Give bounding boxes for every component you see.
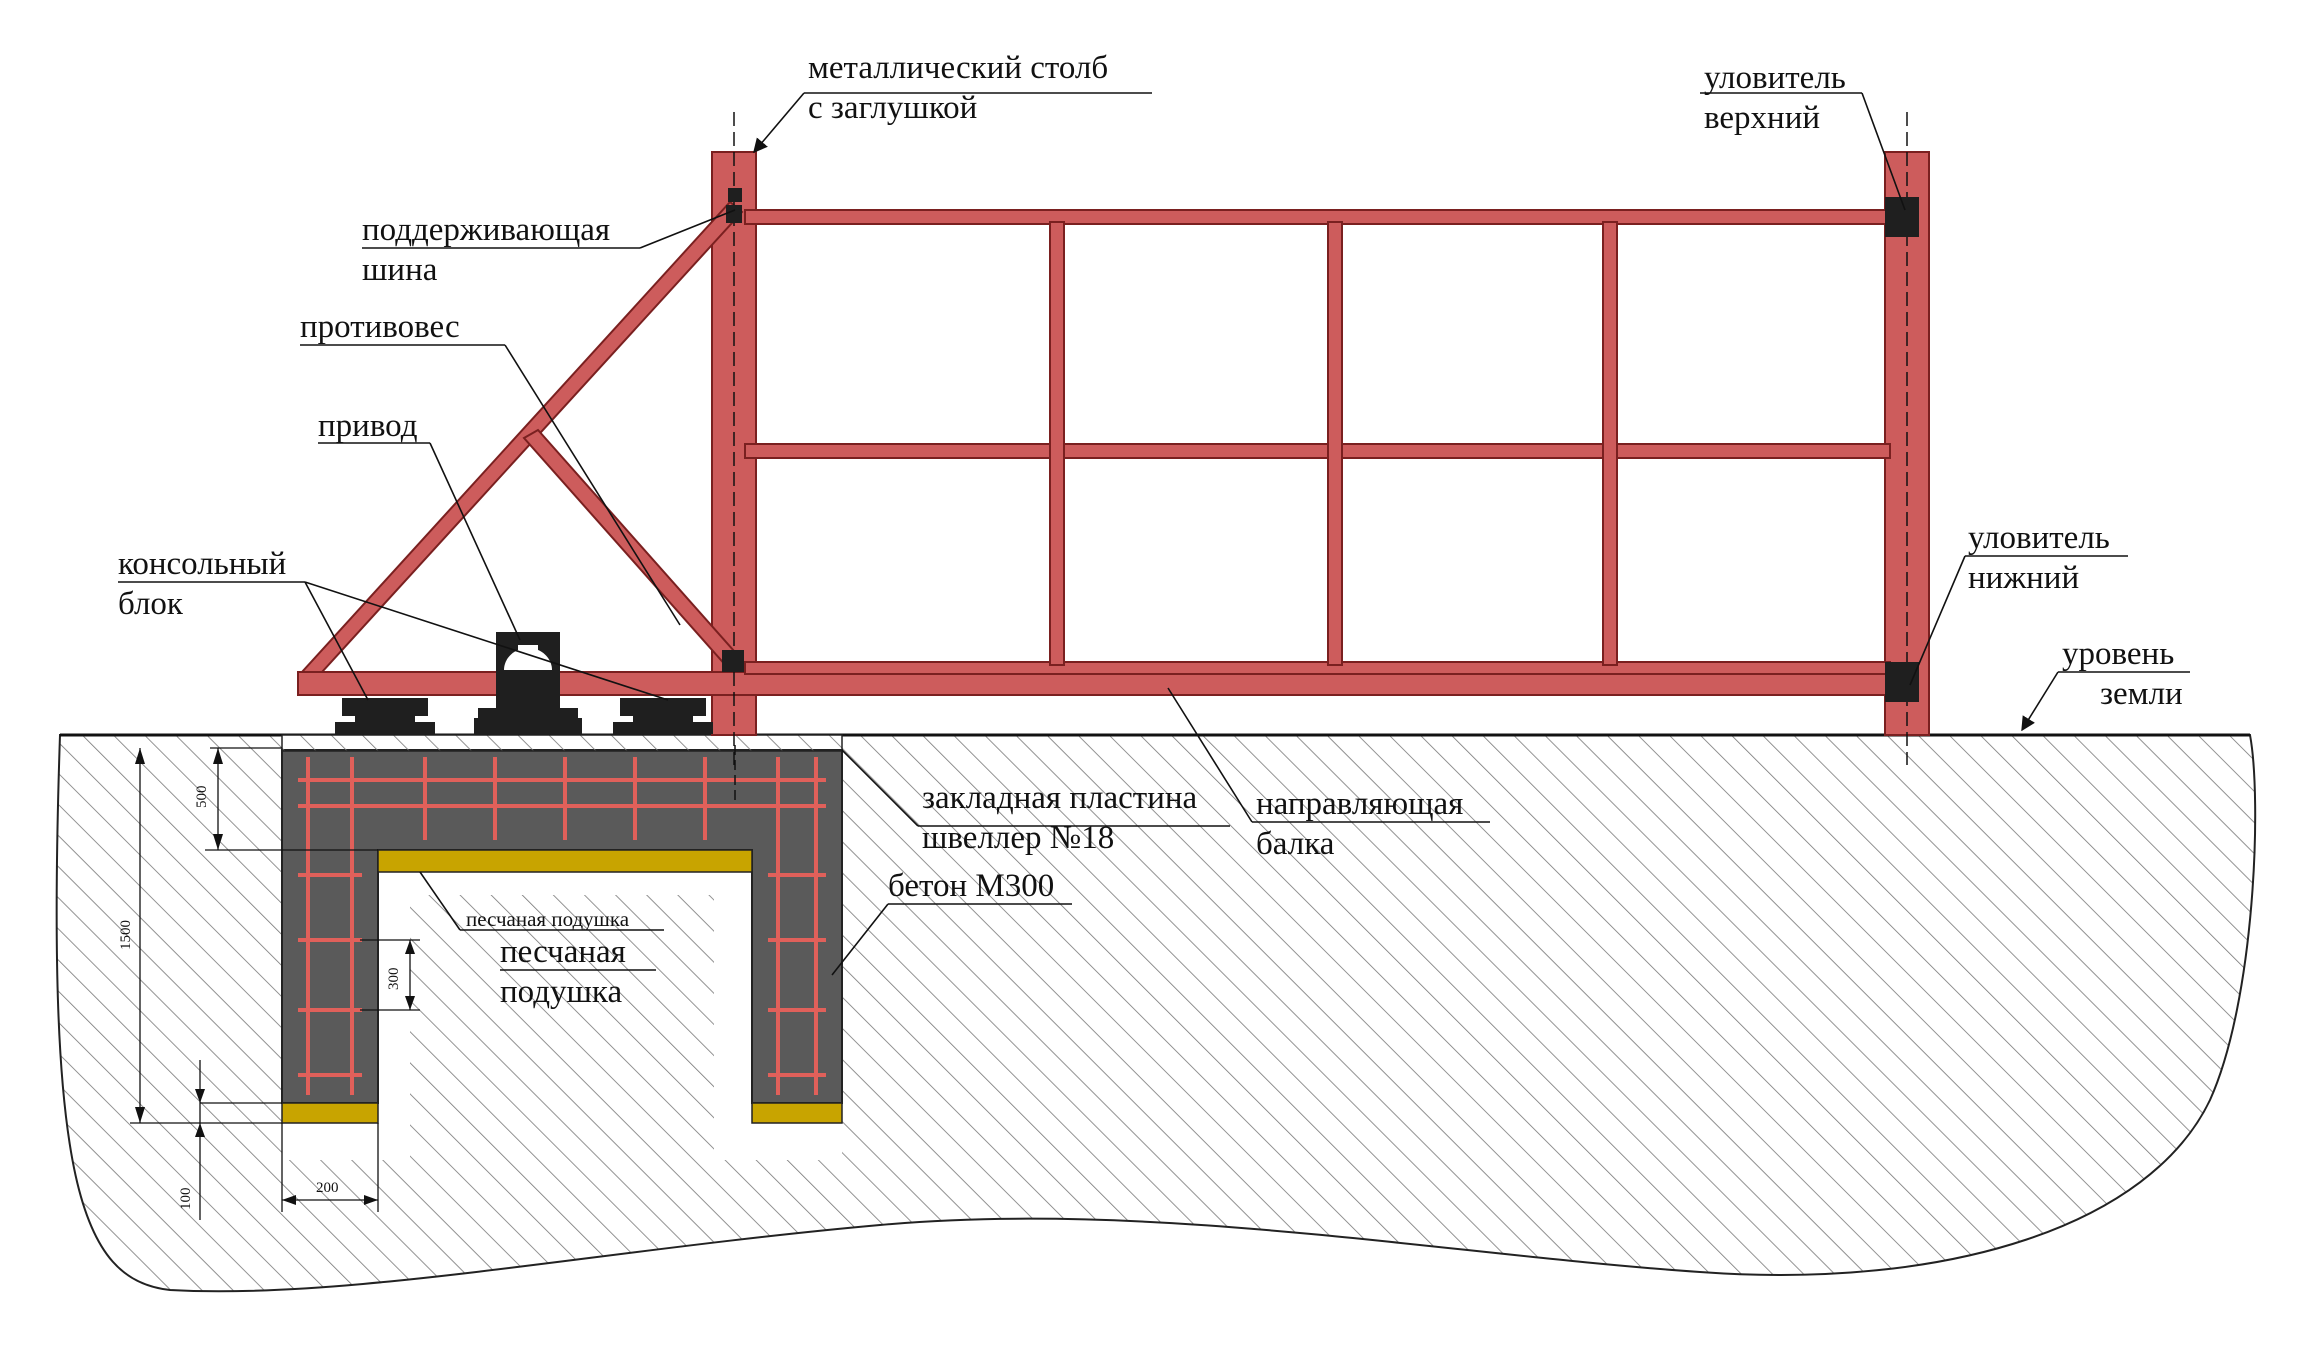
label-metal-post-2: с заглушкой (808, 90, 977, 126)
label-sand-cushion-small: песчаная подушка (466, 907, 630, 931)
label-catcher-top-1: уловитель (1704, 60, 1846, 96)
console-block-right (613, 698, 713, 734)
label-support-rail-1: поддерживающая (362, 212, 610, 248)
label-embedded-plate-2: швеллер №18 (922, 820, 1114, 856)
dim-500: 500 (194, 786, 210, 809)
label-ground-level-1: уровень (2062, 636, 2174, 672)
label-guide-beam-1: направляющая (1256, 786, 1463, 822)
console-block-left (335, 698, 435, 734)
sand-cushion-right (751, 1102, 843, 1124)
hardware (335, 188, 1919, 734)
label-counterweight: противовес (300, 309, 460, 345)
support-block (722, 650, 744, 672)
sand-cushion-top (377, 849, 753, 873)
drive-unit (474, 632, 582, 734)
label-guide-beam-2: балка (1256, 826, 1335, 862)
dim-200: 200 (316, 1180, 339, 1196)
label-catcher-top-2: верхний (1704, 100, 1820, 136)
dim-300: 300 (386, 968, 402, 991)
label-console-block-2: блок (118, 586, 184, 622)
label-catcher-bottom-2: нижний (1968, 560, 2079, 596)
dim-1500: 1500 (118, 920, 134, 950)
catcher-bottom (1885, 662, 1919, 702)
label-sand-cushion-1: песчаная (500, 934, 626, 970)
label-drive: привод (318, 408, 418, 444)
label-ground-level-2: земли (2100, 676, 2183, 712)
label-support-rail-2: шина (362, 252, 438, 288)
leader-lines (118, 92, 2190, 976)
label-metal-post-1: металлический столб (808, 50, 1108, 86)
dim-100: 100 (178, 1188, 194, 1211)
foundation-concrete (281, 734, 843, 1124)
label-console-block-1: консольный (118, 546, 286, 582)
rebar-cage (298, 757, 826, 1095)
label-sand-cushion-2: подушка (500, 974, 622, 1010)
gate-frame (297, 151, 1930, 736)
dimension-lines (130, 747, 420, 1220)
sand-cushion-left (281, 1102, 379, 1124)
label-catcher-bottom-1: уловитель (1968, 520, 2110, 556)
label-embedded-plate-1: закладная пластина (922, 780, 1198, 816)
label-concrete: бетон М300 (888, 868, 1054, 904)
